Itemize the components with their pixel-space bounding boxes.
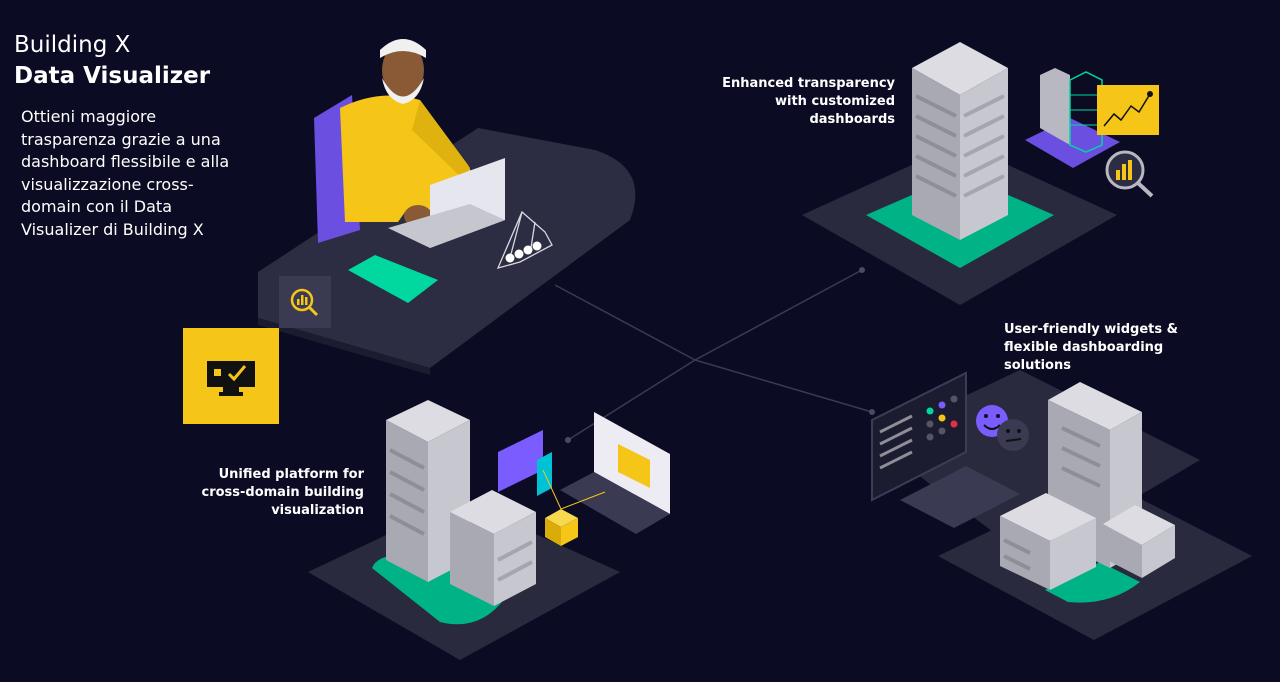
unified-platform-scene bbox=[308, 400, 670, 660]
feature-line: with customized bbox=[775, 94, 895, 109]
hero-title-line1: Building X bbox=[14, 32, 131, 58]
feature-label-transparency: Enhanced transparency with customized da… bbox=[722, 75, 895, 129]
feature-line: visualization bbox=[271, 503, 364, 518]
feature-line: User-friendly widgets & bbox=[1004, 322, 1178, 337]
cradle-ball bbox=[523, 245, 533, 255]
chart-search-tile bbox=[279, 276, 331, 328]
tablet bbox=[348, 255, 438, 303]
feature-line: flexible dashboarding bbox=[1004, 340, 1164, 355]
cradle-ball bbox=[505, 253, 515, 263]
widgets-scene bbox=[871, 370, 1252, 640]
hero-title-line2: Data Visualizer bbox=[14, 63, 211, 89]
cradle-ball bbox=[532, 241, 542, 251]
laptop bbox=[388, 158, 505, 248]
connector-dot bbox=[859, 267, 865, 273]
feature-label-unified-platform: Unified platform for cross-domain buildi… bbox=[201, 466, 364, 520]
connector-dot bbox=[565, 437, 571, 443]
cradle-ball bbox=[514, 249, 524, 259]
smiley-neutral-icon bbox=[997, 419, 1029, 451]
feature-line: Enhanced transparency bbox=[722, 76, 895, 91]
monitor-check-tile bbox=[183, 328, 279, 424]
dashboard-building-scene bbox=[802, 42, 1159, 305]
feature-label-widgets: User-friendly widgets & flexible dashboa… bbox=[1004, 321, 1178, 375]
feature-line: solutions bbox=[1004, 358, 1071, 373]
connector-lines bbox=[554, 269, 873, 441]
feature-line: dashboards bbox=[809, 112, 895, 127]
magnifier-chart-icon bbox=[1105, 150, 1154, 198]
connector-dot bbox=[869, 409, 875, 415]
hero-title: Building X Data Visualizer bbox=[14, 30, 210, 92]
feature-line: cross-domain building bbox=[201, 485, 364, 500]
hero-description: Ottieni maggiore trasparenza grazie a un… bbox=[21, 107, 230, 239]
chart-search-icon bbox=[290, 288, 314, 312]
feature-line: Unified platform for bbox=[218, 467, 364, 482]
desk-workstation bbox=[258, 39, 636, 375]
